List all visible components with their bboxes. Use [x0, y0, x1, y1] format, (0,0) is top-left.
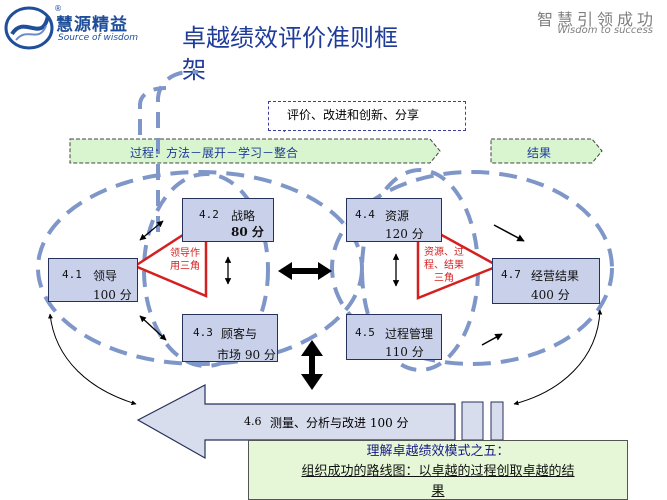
resources-triangle-label: 资源、过 程、结果 三角 [418, 246, 470, 285]
box-results: 4.7 经营结果 400 分 [492, 258, 600, 304]
summary-heading: 理解卓越绩效模式之五： [366, 444, 510, 459]
measurement-arrow-block-2 [490, 401, 504, 441]
box-process: 4.5 过程管理 110 分 [346, 314, 442, 360]
triangle-label-line: 用三角 [170, 261, 200, 272]
summary-box: 理解卓越绩效模式之五： 组织成功的路线图：以卓越的过程创取卓越的结 果 [248, 440, 628, 500]
thick-vertical-double-arrow [301, 340, 323, 390]
box-leadership: 4.1 领导 100 分 [48, 258, 138, 302]
box-score: 100 分 [93, 288, 132, 302]
arrow-to-results-top [493, 224, 525, 242]
process-banner [69, 138, 441, 164]
box-label: 过程管理 [385, 327, 434, 341]
arrow-leadership-customer [139, 315, 167, 341]
box-label: 资源 [385, 209, 410, 223]
summary-line: 组织成功的路线图：以卓越的过程创取卓越的结 [301, 464, 575, 479]
triangle-label-line: 资源、过 [424, 247, 464, 258]
box-number: 4.5 [355, 326, 375, 339]
logo-text: 慧源精益 [56, 15, 128, 35]
box-number: 4.7 [501, 268, 521, 281]
box-number: 4.2 [199, 208, 219, 221]
result-banner-label: 结果 [527, 146, 552, 160]
slogan-english: Wisdom to success [557, 25, 653, 36]
arrow-strategy-leadership [139, 220, 164, 241]
box-label: 顾客与 [221, 327, 258, 341]
improvement-callout: 评价、改进和创新、分享 [268, 101, 466, 131]
result-banner [490, 138, 603, 164]
arrow-to-results-bottom [481, 333, 503, 346]
leadership-triangle-label: 领导作 用三角 [162, 247, 208, 273]
triangle-label-line: 三角 [434, 273, 454, 284]
measurement-arrow-block-1 [461, 401, 484, 441]
measure-number: 4.6 [244, 415, 262, 428]
box-customer: 4.3 顾客与 市场 90 分 [182, 314, 278, 362]
summary-line: 果 [431, 484, 445, 499]
feedback-loop [156, 69, 199, 232]
box-resources: 4.4 资源 120 分 [346, 198, 442, 242]
page-title: 卓越绩效评价准则框架 [182, 24, 398, 84]
box-strategy: 4.2 战略 80 分 [182, 198, 274, 242]
box-label: 战略 [231, 209, 256, 223]
inner-left-ellipse [142, 172, 270, 368]
measure-label: 测量、分析与改进 100 分 [270, 416, 409, 430]
triangle-label-line: 程、结果 [424, 260, 464, 271]
feedback-loop-top [138, 86, 167, 135]
slogan: 智慧引领成功 [536, 10, 657, 29]
swirl-logo-icon [4, 6, 54, 50]
box-number: 4.3 [193, 326, 213, 339]
process-banner-label: 过程：方法－展开－学习－整合 [130, 146, 299, 160]
box-score: 400 分 [531, 288, 570, 302]
logo-subtext: Source of wisdom [58, 33, 139, 43]
box-score: 120 分 [385, 227, 424, 241]
curve-results-measure [513, 309, 603, 406]
box-label-line2: 市场 90 分 [217, 348, 276, 362]
logo: ® 慧源精益 Source of wisdom [4, 4, 164, 50]
box-score: 80 分 [231, 225, 264, 239]
curve-leadership-measure [48, 313, 137, 406]
thick-horizontal-double-arrow [278, 262, 332, 280]
box-score: 110 分 [385, 345, 424, 359]
box-number: 4.1 [62, 268, 82, 281]
box-label: 经营结果 [531, 269, 580, 283]
outer-right-ellipse [330, 170, 614, 366]
registered-mark: ® [54, 4, 62, 13]
triangle-label-line: 领导作 [170, 248, 200, 259]
box-label: 领导 [93, 269, 118, 283]
box-number: 4.4 [355, 208, 375, 221]
measurement-arrow [136, 384, 456, 460]
